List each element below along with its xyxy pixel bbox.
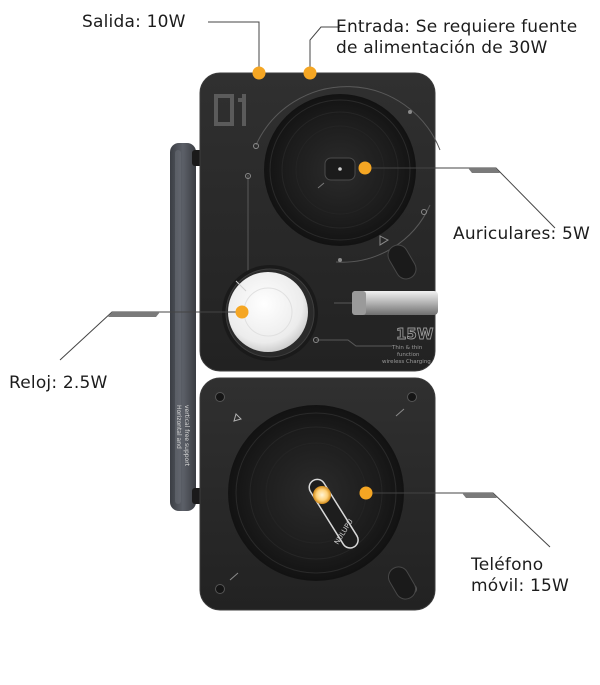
screw-icon [215,392,225,402]
slider-slot [388,566,416,600]
watch-dot [235,305,249,319]
triangle-icon [233,413,242,422]
earbuds-dot [358,161,372,175]
watch-callout: Reloj: 2.5W [9,373,108,394]
phone-label-line2: móvil: 15W [471,576,570,596]
stand-text-2: vertical free support [183,405,190,467]
spec-text-1: Thin & thin [391,345,423,351]
bottom-charging-module: NULUPU [199,377,436,611]
callout-line-accents [108,168,500,498]
output-callout: Salida: 10W [82,12,186,33]
phone-charging-pad: NULUPU [228,405,404,581]
input-dot [303,66,317,80]
stand-text-1: Horizontal and [175,405,182,449]
output-dot [252,66,266,80]
input-callout: Entrada: Se requiere fuente de alimentac… [336,17,577,59]
top-charging-module: 15W Thin & thin function wireless Chargi… [199,72,441,372]
power-rating-label: 15W [396,325,434,343]
input-label-line1: Entrada: Se requiere fuente [336,17,578,37]
screw-icon [407,392,417,402]
output-label: Salida: 10W [82,12,186,32]
screw-icon [215,584,225,594]
input-label-line2: de alimentación de 30W [336,38,548,58]
phone-callout: Teléfono móvil: 15W [471,555,569,597]
spec-text-3: wireless Charging [382,359,431,365]
watch-charging-puck [222,265,318,361]
spec-text-2: function [397,352,420,358]
earbuds-label: Auriculares: 5W [453,224,591,244]
metal-bar [334,291,438,315]
module-number-display [214,94,246,126]
earbuds-charging-pad [264,94,416,246]
callout-dots [235,66,373,500]
phone-dot [359,486,373,500]
phone-label-line1: Teléfono [471,555,544,575]
watch-label: Reloj: 2.5W [9,373,108,393]
stand-bar: Horizontal and vertical free support [170,143,206,511]
play-triangle-icon [379,235,390,246]
slider-slot [387,244,417,280]
earbuds-callout: Auriculares: 5W [453,224,590,245]
